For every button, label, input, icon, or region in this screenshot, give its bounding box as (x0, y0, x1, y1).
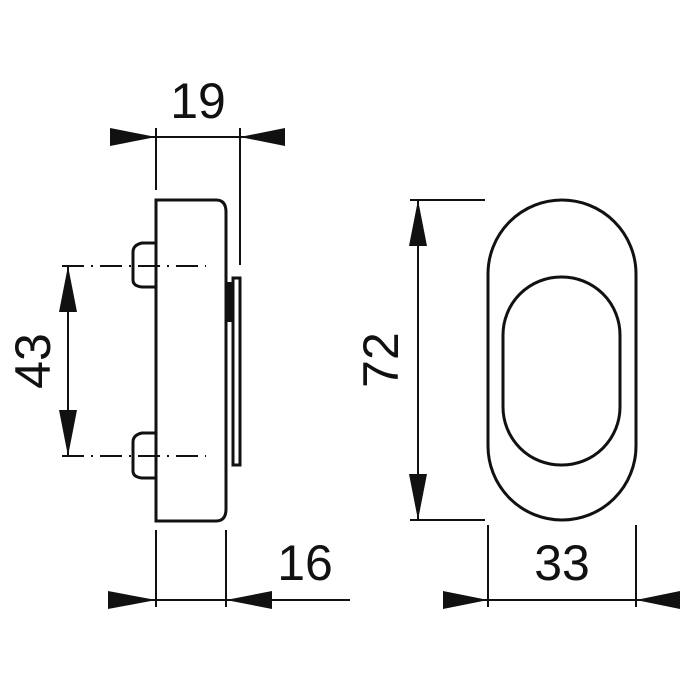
cover-plate (231, 276, 242, 467)
arrowhead (636, 591, 680, 609)
arrowhead (409, 200, 427, 246)
arrowhead (443, 591, 488, 609)
arrowhead (409, 474, 427, 520)
dimension-72: 72 (353, 199, 485, 521)
arrowhead (59, 266, 77, 312)
dimension-19: 19 (110, 73, 285, 265)
arrowhead (110, 128, 156, 146)
arrowhead (108, 591, 156, 609)
side-view (62, 198, 242, 523)
arrowhead (59, 410, 77, 456)
arrowhead (240, 128, 285, 146)
dimension-label-16: 16 (277, 535, 333, 591)
dimension-label-72: 72 (353, 332, 409, 388)
dimension-16: 16 (108, 530, 350, 609)
dimension-43: 43 (5, 266, 77, 456)
front-view (486, 198, 638, 522)
dimension-label-33: 33 (534, 535, 590, 591)
rosette-outer-outline (486, 198, 638, 522)
dimension-33: 33 (443, 525, 680, 609)
rosette-body (154, 198, 228, 523)
dimension-label-19: 19 (170, 73, 226, 129)
arrowhead (226, 591, 272, 609)
dimension-label-43: 43 (5, 333, 61, 389)
mounting-pin-bottom (131, 431, 156, 480)
rosette-inner-recess (501, 275, 622, 467)
mounting-pin-top (131, 241, 156, 289)
plate-joint (226, 282, 232, 322)
